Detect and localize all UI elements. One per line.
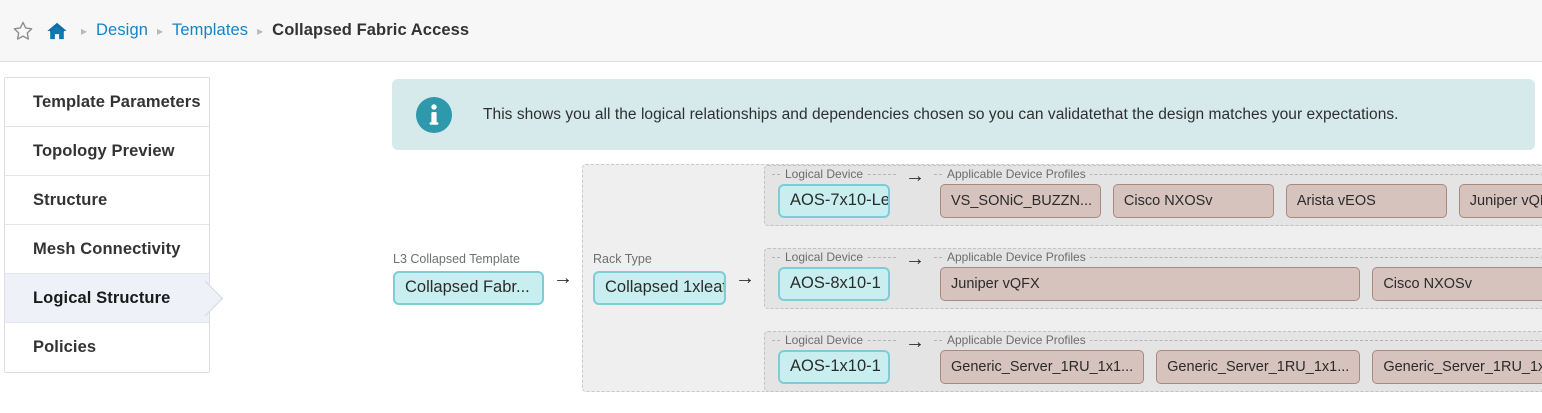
l3-collapsed-template-group: L3 Collapsed Template Collapsed Fabr... — [392, 252, 544, 305]
logical-device-row: Logical Device AOS-8x10-1 → Applicable D… — [764, 247, 1542, 309]
device-profiles-fieldset: Applicable Device Profiles VS_SONiC_BUZZ… — [934, 166, 1542, 218]
arrow-device-to-profiles-icon: → — [905, 330, 925, 353]
sidebar-item-mesh-connectivity[interactable]: Mesh Connectivity — [5, 225, 209, 274]
info-banner: This shows you all the logical relations… — [392, 79, 1535, 150]
rack-type-panel: Rack Type Collapsed 1xleaf → Logical Dev… — [582, 164, 1542, 392]
arrow-template-to-rack-icon: → — [553, 267, 573, 289]
home-icon[interactable] — [46, 21, 68, 41]
sidebar-nav: Template Parameters Topology Preview Str… — [4, 77, 210, 373]
page-title: Collapsed Fabric Access — [272, 21, 470, 39]
logical-device-fieldset: Logical Device AOS-8x10-1 — [772, 249, 896, 301]
page-body: Template Parameters Topology Preview Str… — [0, 62, 1542, 413]
sidebar-item-structure[interactable]: Structure — [5, 176, 209, 225]
logical-device-row: Logical Device AOS-7x10-Leaf → Applicabl… — [764, 164, 1542, 226]
breadcrumb-item-design[interactable]: Design — [96, 21, 148, 39]
logical-device-legend: Logical Device — [781, 332, 868, 347]
logical-device-chip[interactable]: AOS-1x10-1 — [778, 349, 890, 384]
breadcrumb-separator-0: ▸ — [81, 23, 88, 38]
rack-type-label: Rack Type — [593, 251, 652, 266]
device-profile-chip[interactable]: Generic_Server_1RU_1x1... — [1372, 349, 1542, 384]
rack-type-group: Rack Type Collapsed 1xleaf — [593, 252, 726, 305]
sidebar-item-topology-preview[interactable]: Topology Preview — [5, 127, 209, 176]
logical-device-fieldset: Logical Device AOS-1x10-1 — [772, 332, 896, 384]
device-profiles-legend: Applicable Device Profiles — [943, 332, 1090, 347]
l3-collapsed-template-chip[interactable]: Collapsed Fabr... — [393, 270, 544, 305]
device-profile-chip[interactable]: Juniper vQFX — [940, 266, 1361, 301]
arrow-device-to-profiles-icon: → — [905, 247, 925, 270]
breadcrumb-item-templates[interactable]: Templates — [172, 21, 249, 39]
info-banner-text: This shows you all the logical relations… — [483, 105, 1399, 123]
arrow-device-to-profiles-icon: → — [905, 164, 925, 187]
logical-device-legend: Logical Device — [781, 166, 868, 181]
device-profile-chip[interactable]: Juniper vQFX — [1458, 183, 1542, 218]
logical-device-legend: Logical Device — [781, 249, 868, 264]
arrow-rack-to-devices-icon: → — [735, 267, 755, 289]
rack-type-chip[interactable]: Collapsed 1xleaf — [593, 270, 726, 305]
device-profile-chip[interactable]: Generic_Server_1RU_1x1... — [940, 349, 1145, 384]
device-profiles-fieldset: Applicable Device Profiles Juniper vQFX … — [934, 249, 1542, 301]
breadcrumb-separator-2: ▸ — [257, 23, 264, 38]
breadcrumb-bar: ▸ Design ▸ Templates ▸ Collapsed Fabric … — [0, 0, 1542, 62]
logical-device-chip[interactable]: AOS-8x10-1 — [778, 266, 890, 301]
logical-device-chip[interactable]: AOS-7x10-Leaf — [778, 183, 890, 218]
device-profile-chip[interactable]: Cisco NXOSv — [1112, 183, 1274, 218]
device-profiles-fieldset: Applicable Device Profiles Generic_Serve… — [934, 332, 1542, 384]
breadcrumb-separator-1: ▸ — [157, 23, 164, 38]
logical-device-row: Logical Device AOS-1x10-1 → Applicable D… — [764, 330, 1542, 392]
favorite-star-icon[interactable] — [12, 20, 34, 42]
info-circle-icon — [416, 96, 452, 133]
device-profiles-legend: Applicable Device Profiles — [943, 166, 1090, 181]
sidebar-item-template-parameters[interactable]: Template Parameters — [5, 78, 209, 127]
device-profiles-legend: Applicable Device Profiles — [943, 249, 1090, 264]
sidebar-item-logical-structure[interactable]: Logical Structure — [5, 274, 209, 323]
device-profile-chip[interactable]: Arista vEOS — [1285, 183, 1447, 218]
l3-collapsed-template-label: L3 Collapsed Template — [393, 251, 520, 266]
logical-structure-diagram: L3 Collapsed Template Collapsed Fabr... … — [392, 164, 1542, 392]
device-profile-chip[interactable]: Cisco NXOSv — [1372, 266, 1542, 301]
device-profile-chip[interactable]: Generic_Server_1RU_1x1... — [1156, 349, 1361, 384]
logical-device-fieldset: Logical Device AOS-7x10-Leaf — [772, 166, 896, 218]
device-profile-chip[interactable]: VS_SONiC_BUZZN... — [940, 183, 1101, 218]
logical-device-rows: Logical Device AOS-7x10-Leaf → Applicabl… — [764, 164, 1542, 392]
sidebar-item-policies[interactable]: Policies — [5, 323, 209, 372]
